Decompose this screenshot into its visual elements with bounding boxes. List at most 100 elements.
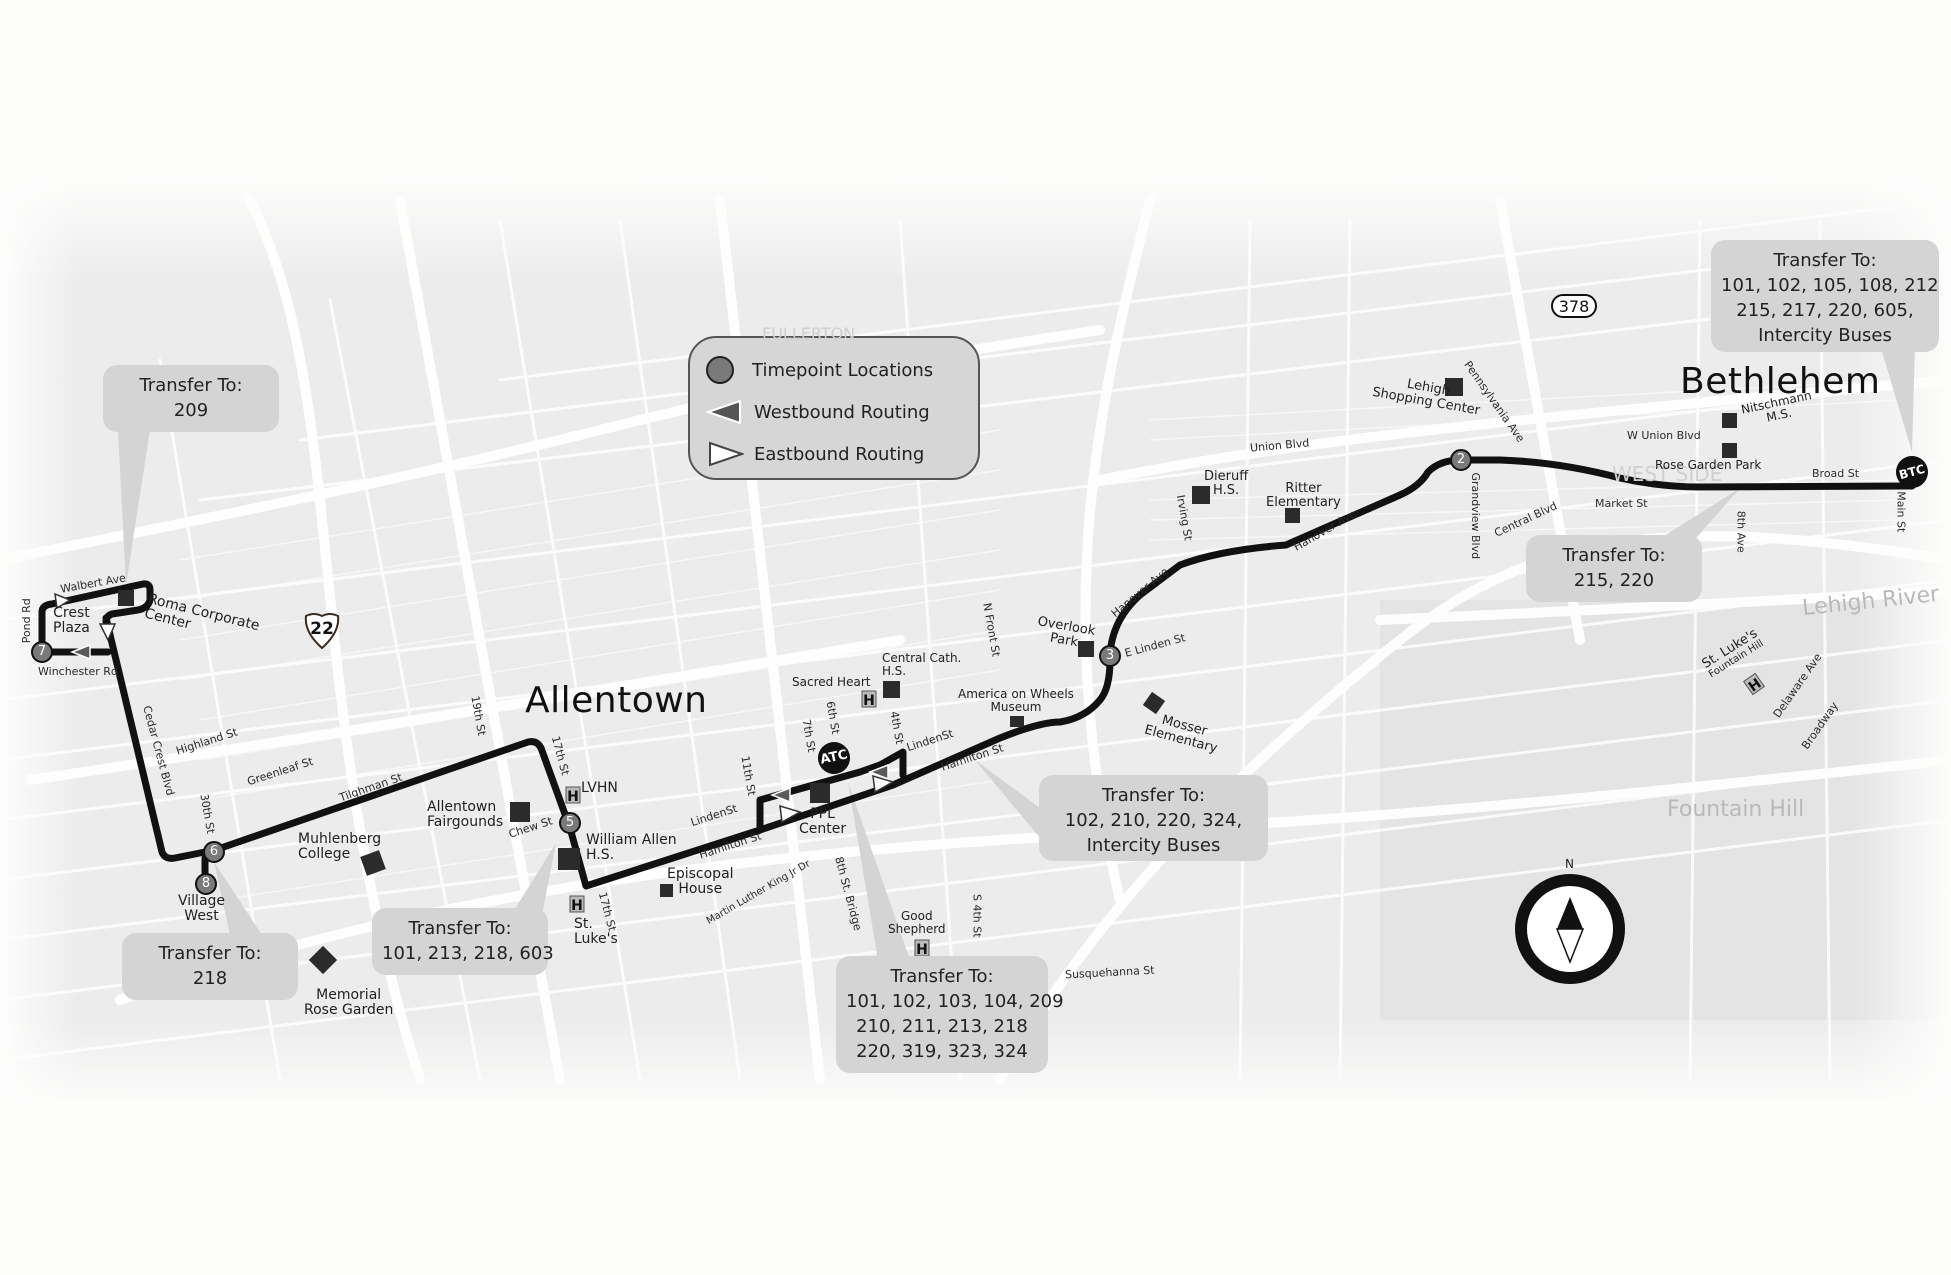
transfer-routes: 102, 210, 220, 324, xyxy=(1064,810,1243,831)
poi-line: H.S. xyxy=(1213,482,1240,498)
eastbound-arrow xyxy=(872,774,895,794)
poi-line: Crest xyxy=(53,605,90,621)
hospital-icons: H H H H H xyxy=(565,672,1766,958)
transfer-bubble-218: Transfer To: 218 xyxy=(122,933,298,1000)
transfer-title: Transfer To: xyxy=(1773,250,1877,271)
shield-shape xyxy=(304,613,340,650)
transfer-routes: 209 xyxy=(173,400,209,421)
transfer-routes: Intercity Buses xyxy=(1758,325,1892,346)
triangle-left-icon xyxy=(706,399,741,425)
compass-icon xyxy=(1515,874,1625,984)
terminal-label: BTC xyxy=(1897,461,1927,483)
timepoint-label: 3 xyxy=(1105,648,1115,663)
transfer-routes: Intercity Buses xyxy=(1086,835,1221,856)
poi-central-catholic: Central Cath.H.S. xyxy=(882,652,961,677)
transfer-title: Transfer To: xyxy=(408,918,512,939)
poi-line: Dieruff xyxy=(1204,469,1249,484)
poi-line: H.S. xyxy=(882,663,907,678)
westbound-arrow xyxy=(69,643,91,661)
svg-text:H: H xyxy=(567,789,579,805)
hospital-icon-good-shepherd: H xyxy=(914,939,930,958)
timepoint-label: 8 xyxy=(201,876,211,891)
poi-line: Luke's xyxy=(574,930,618,947)
street-pond-rd: Pond Rd xyxy=(19,598,33,644)
legend-westbound-label: Westbound Routing xyxy=(754,401,930,423)
transfer-bubble-btc: Transfer To: 101, 102, 105, 108, 212 215… xyxy=(1711,240,1939,352)
transfer-routes: 218 xyxy=(192,968,228,989)
us-22-number: 22 xyxy=(310,619,334,639)
transfer-title: Transfer To: xyxy=(890,966,994,987)
hospital-icon-st-lukes-fountain-hill: H xyxy=(1742,672,1766,696)
transfer-title: Transfer To: xyxy=(1562,545,1666,566)
terminal-label: ATC xyxy=(818,747,849,768)
timepoint-6[interactable]: 6 xyxy=(203,841,225,863)
transfer-title: Transfer To: xyxy=(158,943,262,964)
poi-line: H.S. xyxy=(586,846,615,863)
poi-line: Elementary xyxy=(1266,494,1341,510)
legend-westbound: Westbound Routing xyxy=(706,394,930,430)
timepoint-label: 2 xyxy=(1456,452,1466,467)
transfer-routes: 101, 102, 105, 108, 212 xyxy=(1721,275,1939,296)
transfer-routes: 220, 319, 323, 324 xyxy=(856,1041,1028,1062)
timepoint-8[interactable]: 8 xyxy=(195,873,217,895)
compass-north-label: N xyxy=(1565,857,1574,871)
svg-text:H: H xyxy=(571,898,583,914)
eastbound-arrows xyxy=(54,592,895,824)
poi-line: St. xyxy=(574,916,593,932)
transfer-bubble-stop5: Transfer To: 101, 213, 218, 603 xyxy=(372,908,554,975)
poi-line: House xyxy=(678,880,723,897)
transfer-bubble-209: Transfer To: 209 xyxy=(103,365,279,432)
poi-line: America on Wheels xyxy=(958,687,1074,701)
poi-line: West xyxy=(184,907,219,924)
timepoint-2[interactable]: 2 xyxy=(1450,449,1472,471)
legend-timepoint-label: Timepoint Locations xyxy=(752,359,934,381)
transfer-title: Transfer To: xyxy=(1101,785,1206,806)
timepoint-7[interactable]: 7 xyxy=(31,641,53,663)
poi-line: Ritter xyxy=(1285,481,1322,496)
street-winchester-rd: Winchester Rd xyxy=(38,665,118,678)
poi-line: Rose Garden xyxy=(304,1001,394,1018)
transfer-routes: 210, 211, 213, 218 xyxy=(856,1016,1028,1037)
poi-line: William Allen xyxy=(586,832,677,848)
timepoint-3[interactable]: 3 xyxy=(1099,645,1121,667)
transfer-bubble-hamilton: Transfer To: 102, 210, 220, 324, Interci… xyxy=(1039,775,1268,861)
circle-icon xyxy=(706,356,734,384)
bubble-pointers xyxy=(118,345,1915,960)
city-label-allentown: Allentown xyxy=(525,680,708,721)
poi-line: Episcopal xyxy=(667,866,734,882)
poi-line: Memorial xyxy=(316,987,382,1003)
area-label-fountain-hill: Fountain Hill xyxy=(1667,797,1805,822)
poi-line: Good xyxy=(900,909,933,923)
poi-line: Shepherd xyxy=(888,921,946,936)
timepoint-5[interactable]: 5 xyxy=(559,812,581,834)
route-378-oval-icon: 378 xyxy=(1551,294,1597,318)
eastbound-arrow xyxy=(779,804,802,824)
city-label-bethlehem: Bethlehem xyxy=(1680,361,1881,402)
timepoint-label: 5 xyxy=(565,815,575,830)
legend-eastbound: Eastbound Routing xyxy=(706,436,924,472)
poi-line: Museum xyxy=(990,699,1042,714)
transfer-bubble-atc: Transfer To: 101, 102, 103, 104, 209 210… xyxy=(836,956,1064,1073)
street-broad-st: Broad St xyxy=(1812,467,1860,480)
transfer-routes: 215, 217, 220, 605, xyxy=(1736,300,1914,321)
transfer-routes: 215, 220 xyxy=(1573,570,1655,591)
poi-lvhn: LVHN xyxy=(581,780,618,796)
legend-eastbound-label: Eastbound Routing xyxy=(754,443,925,465)
street-market-st: Market St xyxy=(1595,497,1648,510)
poi-line: Muhlenberg xyxy=(298,831,382,847)
street-grandview-blvd: Grandview Blvd xyxy=(1469,472,1483,560)
poi-line: Village xyxy=(178,893,226,909)
timepoint-label: 6 xyxy=(209,844,219,859)
eastbound-arrow xyxy=(54,592,72,610)
poi-line: PPL xyxy=(810,806,835,822)
poi-line: Central Cath. xyxy=(882,651,962,665)
